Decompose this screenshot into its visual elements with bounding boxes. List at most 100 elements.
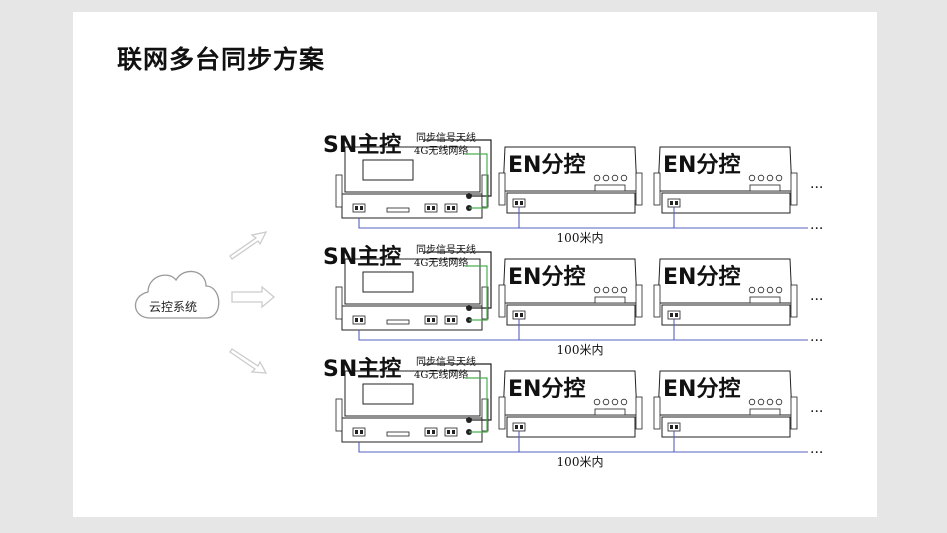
master-port-c-pin	[447, 206, 450, 210]
antenna-4g-label: 4G无线网络	[414, 144, 468, 157]
sync-antenna-wire	[423, 363, 492, 421]
slave-network-port-pin	[670, 425, 673, 429]
slave-label: EN分控	[663, 376, 740, 402]
master-bracket-right	[481, 286, 489, 320]
arrow-right-icon	[231, 285, 276, 309]
master-port-b	[424, 427, 438, 437]
sync-antenna-label: 同步信号天线	[416, 243, 476, 256]
master-port-b-pin2	[432, 318, 435, 322]
master-port-b	[424, 315, 438, 325]
slave-label: EN分控	[663, 264, 740, 290]
knob-icon	[775, 286, 783, 294]
master-port-a-pin2	[360, 318, 363, 322]
slave-bracket-left	[653, 284, 661, 318]
knob-icon	[593, 174, 601, 182]
slave-bracket-right	[790, 284, 798, 318]
en-slave-controller: EN分控	[498, 146, 643, 214]
ellipsis-bottom: ...	[810, 441, 823, 457]
page-title: 联网多台同步方案	[117, 45, 326, 74]
en-slave-controller: EN分控	[653, 146, 798, 214]
net-antenna-wire	[465, 153, 488, 209]
slave-bracket-right	[790, 396, 798, 430]
master-slot	[386, 207, 410, 213]
ellipsis-bottom: ...	[810, 329, 823, 345]
network-link-line	[358, 442, 808, 453]
master-port-c-pin	[447, 318, 450, 322]
slave-label: EN分控	[508, 264, 585, 290]
slave-display	[749, 296, 781, 304]
slave-body	[661, 416, 791, 438]
master-port-a-pin	[355, 430, 358, 434]
knob-icon	[757, 174, 765, 182]
slave-network-port-pin	[515, 425, 518, 429]
slave-network-port	[667, 422, 681, 432]
master-bracket-left	[335, 174, 343, 208]
knob-icon	[775, 398, 783, 406]
slave-bracket-left	[498, 284, 506, 318]
slave-body	[661, 304, 791, 326]
master-display	[362, 271, 414, 293]
knob-icon	[766, 174, 774, 182]
knob-icon	[757, 286, 765, 294]
knob-icon	[748, 174, 756, 182]
slave-bracket-right	[635, 284, 643, 318]
slave-bracket-left	[653, 396, 661, 430]
en-slave-controller: EN分控	[653, 370, 798, 438]
sync-antenna-wire	[423, 251, 492, 309]
slave-display	[594, 296, 626, 304]
master-bracket-right	[481, 398, 489, 432]
antenna-4g-label: 4G无线网络	[414, 368, 468, 381]
slave-bracket-right	[635, 172, 643, 206]
knob-icon	[757, 398, 765, 406]
master-port-c-pin2	[452, 318, 455, 322]
slave-network-port-pin	[670, 201, 673, 205]
sn-master-controller: SN主控同步信号天线4G无线网络	[323, 131, 492, 219]
master-port-a	[352, 203, 366, 213]
master-slot	[386, 319, 410, 325]
ellipsis-top: ...	[810, 288, 823, 304]
slave-display	[749, 184, 781, 192]
network-link-line	[358, 218, 808, 229]
knob-icon	[748, 398, 756, 406]
slave-bracket-right	[635, 396, 643, 430]
slave-bracket-right	[790, 172, 798, 206]
ellipsis-top: ...	[810, 400, 823, 416]
en-slave-controller: EN分控	[498, 370, 643, 438]
master-display	[362, 159, 414, 181]
slave-network-port-pin	[515, 313, 518, 317]
master-port-c-pin2	[452, 206, 455, 210]
knob-icon	[775, 174, 783, 182]
knob-icon	[602, 286, 610, 294]
master-bracket-left	[335, 286, 343, 320]
knob-icon	[766, 398, 774, 406]
slave-network-port-pin2	[520, 425, 523, 429]
knob-icon	[602, 174, 610, 182]
master-port-a-pin	[355, 318, 358, 322]
cloud-label: 云控系统	[149, 300, 197, 314]
sn-master-controller: SN主控同步信号天线4G无线网络	[323, 243, 492, 331]
slave-network-port	[667, 310, 681, 320]
master-label: SN主控	[323, 132, 401, 158]
net-antenna-wire	[465, 265, 488, 321]
master-port-a-pin2	[360, 430, 363, 434]
knob-icon	[611, 398, 619, 406]
slave-label: EN分控	[663, 152, 740, 178]
slave-label: EN分控	[508, 152, 585, 178]
master-port-b-pin	[427, 206, 430, 210]
slave-body	[506, 192, 636, 214]
master-port-a-pin2	[360, 206, 363, 210]
knob-icon	[620, 174, 628, 182]
cloud-icon	[134, 270, 220, 319]
slave-network-port-pin2	[675, 313, 678, 317]
en-slave-controller: EN分控	[653, 258, 798, 326]
master-port-c	[444, 203, 458, 213]
antenna-4g-label: 4G无线网络	[414, 256, 468, 269]
slave-bracket-left	[653, 172, 661, 206]
master-port-a-pin	[355, 206, 358, 210]
master-port-a	[352, 315, 366, 325]
slave-network-port	[512, 422, 526, 432]
slave-display	[594, 184, 626, 192]
